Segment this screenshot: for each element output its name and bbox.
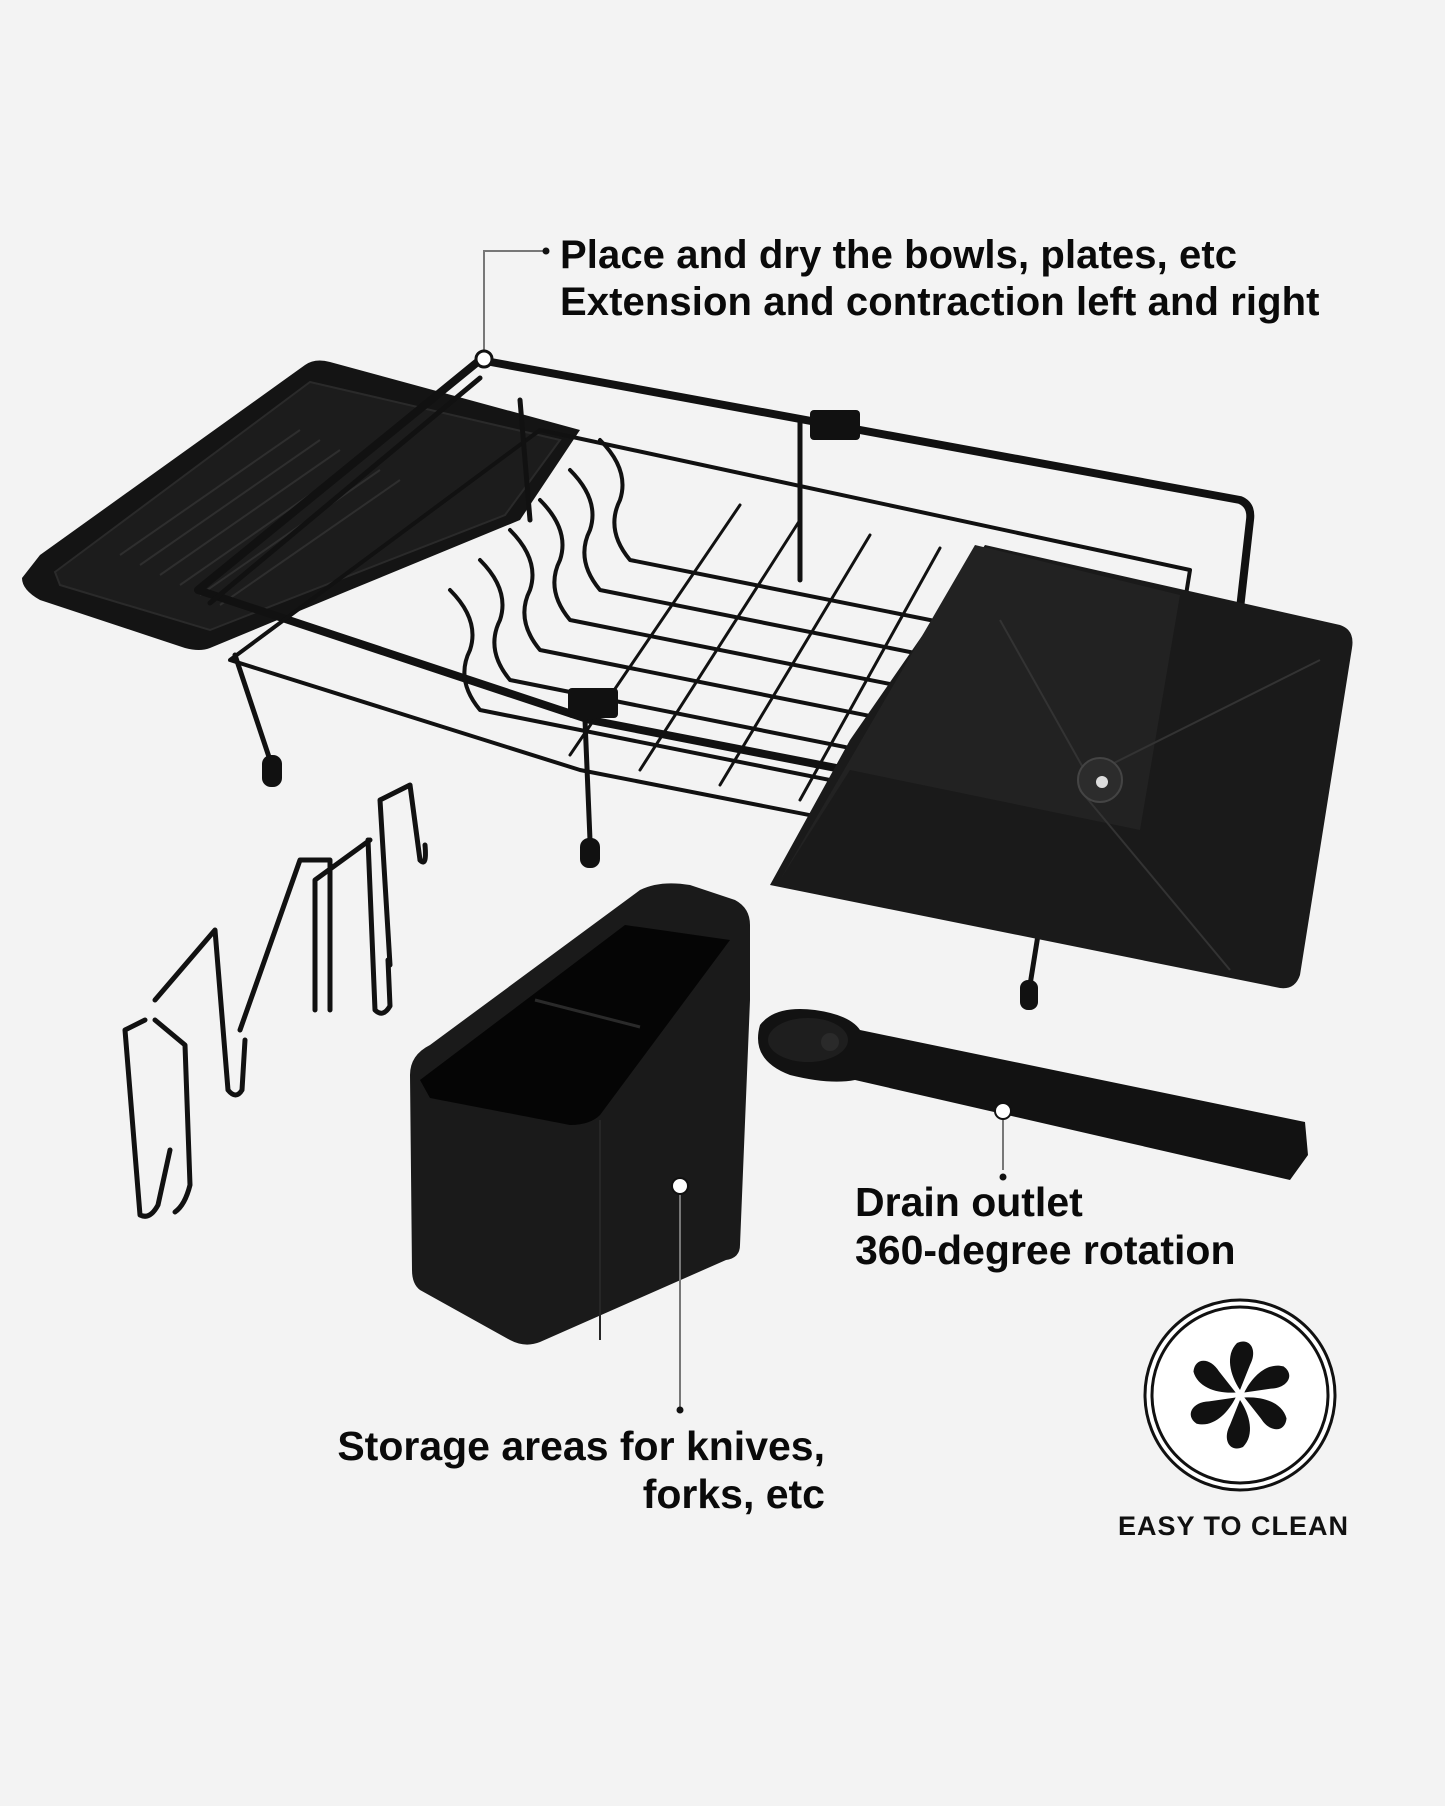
storage-callout-line2: forks, etc [642,1471,825,1518]
drain-callout-text: Drain outlet 360-degree rotation [855,1178,1236,1275]
easy-to-clean-badge [1143,1298,1337,1492]
drain-spout [758,1009,1308,1180]
drain-callout-line2: 360-degree rotation [855,1227,1236,1274]
rack-callout-text: Place and dry the bowls, plates, etc Ext… [560,232,1320,326]
pinwheel-water-drops-icon [1190,1341,1290,1449]
rack-callout-line1: Place and dry the bowls, plates, etc [560,233,1238,277]
badge-label: EASY TO CLEAN [1118,1511,1350,1541]
callout-lines [483,250,1004,1408]
wire-hooks [122,782,428,1219]
leg-feet [262,410,1038,1010]
right-drip-tray [770,545,1353,989]
storage-callout-line1: Storage areas for knives, [337,1423,825,1469]
rack-callout-line2: Extension and contraction left and right [560,280,1320,325]
drain-callout-line1: Drain outlet [855,1179,1083,1225]
storage-callout-text: Storage areas for knives, forks, etc [268,1422,825,1519]
callout-markers [474,247,1012,1414]
utensil-holder [410,883,750,1345]
